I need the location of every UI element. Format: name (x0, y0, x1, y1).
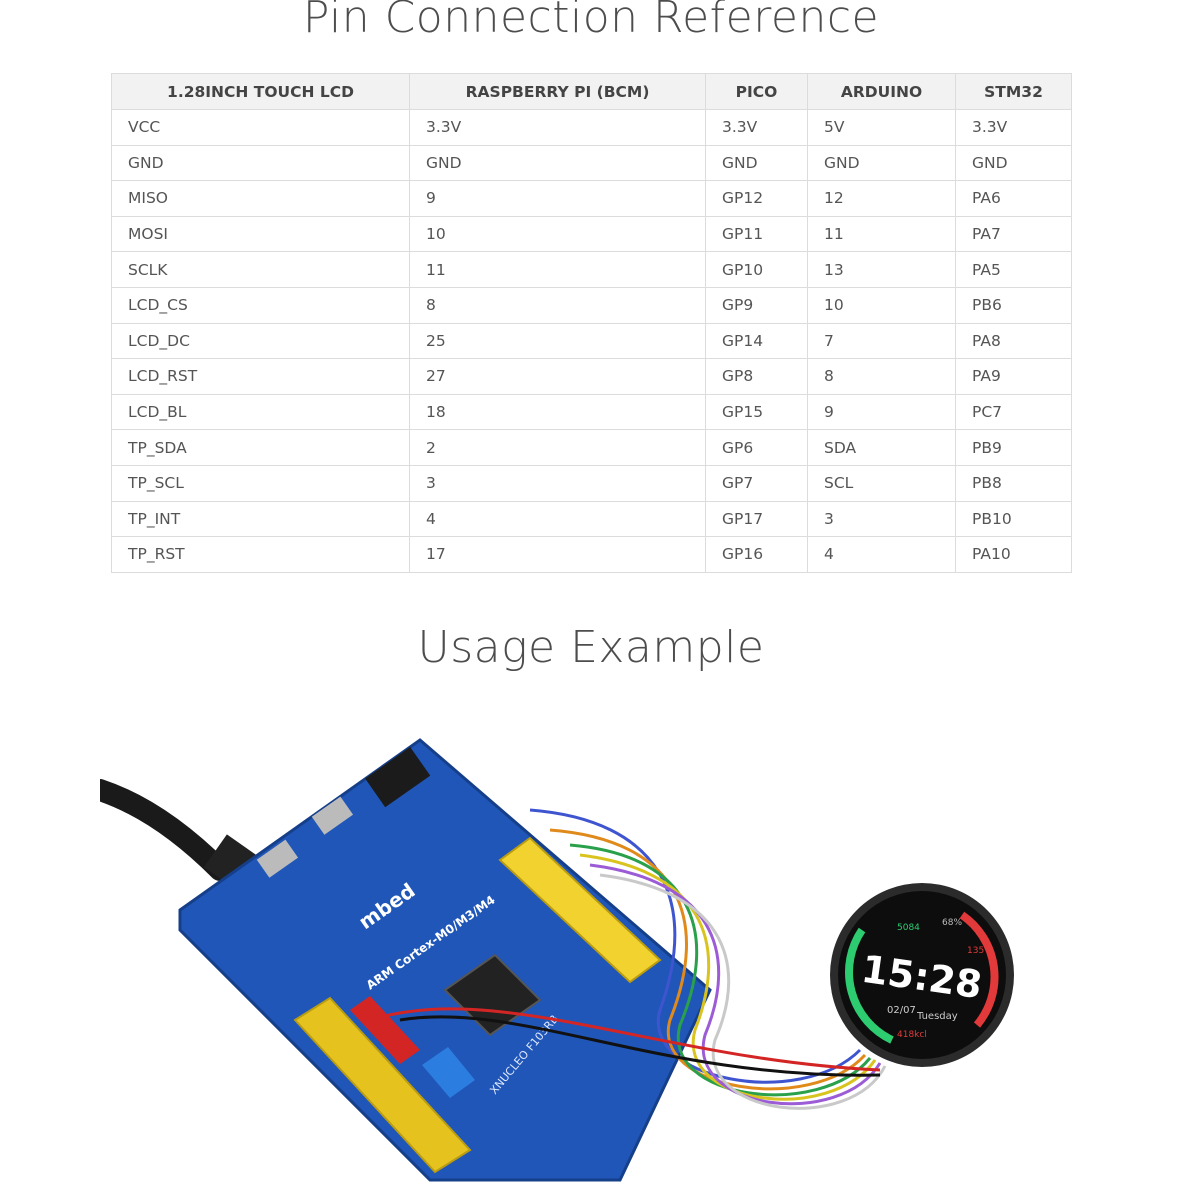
lcd-steps: 5084 (897, 923, 920, 933)
raspberry-pi-pin-cell: 10 (409, 215, 706, 253)
pico-pin-cell: GP11 (705, 215, 808, 253)
arduino-pin-cell: 10 (807, 286, 956, 324)
arduino-pin-cell: 5V (807, 109, 956, 146)
lcd-pin-cell: LCD_RST (111, 358, 410, 395)
pico-pin-cell: GP17 (705, 500, 808, 538)
lcd-battery: 68% (942, 918, 962, 928)
lcd-pin-cell: VCC (111, 109, 410, 146)
raspberry-pi-pin-cell: 27 (409, 358, 706, 395)
stm32-pin-cell: PA5 (955, 251, 1072, 288)
header-arduino: ARDUINO (807, 73, 956, 110)
arduino-pin-cell: 12 (807, 180, 956, 217)
lcd-pin-cell: GND (111, 144, 410, 182)
stm32-pin-cell: PB8 (955, 464, 1072, 502)
raspberry-pi-pin-cell: 18 (409, 393, 706, 431)
round-lcd: 15:28 02/07 Tuesday 5084 68% 135 418kcl (830, 883, 1014, 1067)
header-raspberry-pi: RASPBERRY PI (BCM) (409, 73, 706, 110)
pico-pin-cell: GP9 (705, 286, 808, 324)
arduino-pin-cell: GND (807, 144, 956, 182)
raspberry-pi-pin-cell: 8 (409, 286, 706, 324)
lcd-pin-cell: LCD_CS (111, 286, 410, 324)
stm32-pin-cell: PA7 (955, 215, 1072, 253)
lcd-pin-cell: LCD_BL (111, 393, 410, 431)
lcd-pin-cell: TP_RST (111, 536, 410, 573)
lcd-pin-cell: MISO (111, 180, 410, 217)
pico-pin-cell: 3.3V (705, 109, 808, 146)
arduino-pin-cell: 8 (807, 358, 956, 395)
arduino-pin-cell: SCL (807, 464, 956, 502)
raspberry-pi-pin-cell: GND (409, 144, 706, 182)
raspberry-pi-pin-cell: 9 (409, 180, 706, 217)
pico-pin-cell: GND (705, 144, 808, 182)
raspberry-pi-pin-cell: 2 (409, 429, 706, 466)
lcd-pin-cell: LCD_DC (111, 322, 410, 360)
pico-pin-cell: GP16 (705, 536, 808, 573)
pico-pin-cell: GP7 (705, 464, 808, 502)
usage-photo: mbed ARM Cortex-M0/M3/M4 XNUCLEO F103RB … (100, 738, 1014, 1182)
stm32-pin-cell: PB10 (955, 500, 1072, 538)
stm32-pin-cell: GND (955, 144, 1072, 182)
arduino-pin-cell: 4 (807, 536, 956, 573)
arduino-pin-cell: 7 (807, 322, 956, 360)
lcd-pin-cell: SCLK (111, 251, 410, 288)
arduino-pin-cell: 11 (807, 215, 956, 253)
lcd-pin-cell: TP_SDA (111, 429, 410, 466)
raspberry-pi-pin-cell: 4 (409, 500, 706, 538)
lcd-pin-cell: MOSI (111, 215, 410, 253)
stm32-pin-cell: PA10 (955, 536, 1072, 573)
raspberry-pi-pin-cell: 25 (409, 322, 706, 360)
header-pico: PICO (705, 73, 808, 110)
pico-pin-cell: GP14 (705, 322, 808, 360)
raspberry-pi-pin-cell: 3 (409, 464, 706, 502)
raspberry-pi-pin-cell: 17 (409, 536, 706, 573)
raspberry-pi-pin-cell: 3.3V (409, 109, 706, 146)
stm32-pin-cell: PA6 (955, 180, 1072, 217)
lcd-pin-cell: TP_SCL (111, 464, 410, 502)
stm32-pin-cell: PA9 (955, 358, 1072, 395)
lcd-heart: 135 (967, 946, 984, 956)
lcd-pin-cell: TP_INT (111, 500, 410, 538)
pico-pin-cell: GP10 (705, 251, 808, 288)
table-header-row: 1.28INCH TOUCH LCD RASPBERRY PI (BCM) PI… (111, 73, 1072, 110)
pico-pin-cell: GP8 (705, 358, 808, 395)
power-cable (100, 779, 231, 881)
jumper-wires (369, 808, 887, 1110)
pico-pin-cell: GP6 (705, 429, 808, 466)
page-title: Pin Connection Reference (302, 0, 880, 43)
lcd-date: 02/07 (887, 1005, 916, 1016)
section-title-usage: Usage Example (417, 622, 765, 673)
arduino-pin-cell: 9 (807, 393, 956, 431)
stm32-pin-cell: PA8 (955, 322, 1072, 360)
raspberry-pi-pin-cell: 11 (409, 251, 706, 288)
header-lcd: 1.28INCH TOUCH LCD (111, 73, 410, 110)
pin-table: 1.28INCH TOUCH LCD RASPBERRY PI (BCM) PI… (111, 73, 1072, 573)
stm32-pin-cell: PB9 (955, 429, 1072, 466)
header-stm32: STM32 (955, 73, 1072, 110)
stm32-pin-cell: PB6 (955, 286, 1072, 324)
lcd-kcal: 418kcl (897, 1030, 927, 1040)
arduino-pin-cell: 3 (807, 500, 956, 538)
board: mbed ARM Cortex-M0/M3/M4 XNUCLEO F103RB (178, 738, 712, 1182)
pico-pin-cell: GP12 (705, 180, 808, 217)
stm32-pin-cell: 3.3V (955, 109, 1072, 146)
arduino-pin-cell: 13 (807, 251, 956, 288)
pico-pin-cell: GP15 (705, 393, 808, 431)
arduino-pin-cell: SDA (807, 429, 956, 466)
stm32-pin-cell: PC7 (955, 393, 1072, 431)
lcd-day: Tuesday (916, 1011, 958, 1022)
